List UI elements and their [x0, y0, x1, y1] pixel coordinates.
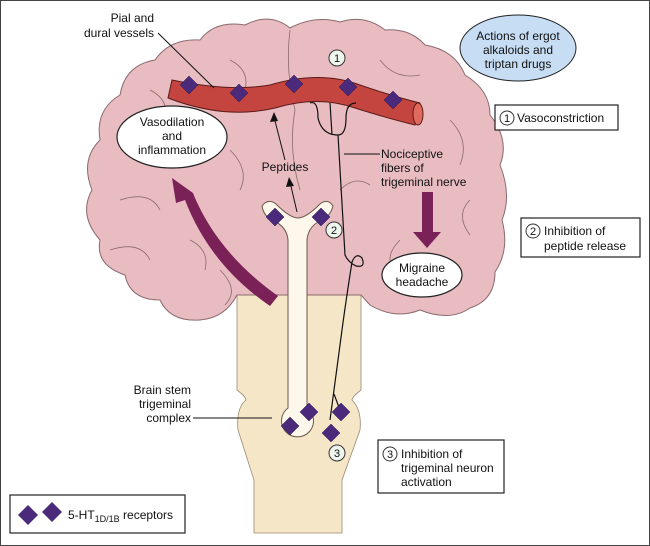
- diamond-receptor-icon: [42, 502, 62, 522]
- receptor-icon: [229, 83, 249, 103]
- trigeminal-nerve: [309, 101, 364, 421]
- svg-text:trigeminal nerve: trigeminal nerve: [381, 175, 467, 189]
- svg-text:and: and: [162, 129, 182, 143]
- legend: 5-HT1D/1B receptors: [9, 494, 186, 534]
- svg-text:Nociceptive: Nociceptive: [381, 147, 443, 161]
- svg-text:peptide release: peptide release: [544, 239, 626, 253]
- svg-text:trigeminal neuron: trigeminal neuron: [401, 461, 494, 475]
- receptor-icon: [383, 90, 403, 110]
- pial-label: Pial and dural vessels: [84, 11, 154, 40]
- svg-text:Inhibition of: Inhibition of: [401, 447, 463, 461]
- vasodilation-arrow: [172, 178, 278, 306]
- svg-text:complex: complex: [146, 411, 191, 425]
- pial-leader: [157, 32, 215, 89]
- nociceptive-label: Nociceptive fibers of trigeminal nerve: [381, 147, 467, 189]
- svg-text:Migraine: Migraine: [399, 261, 445, 275]
- arrowhead-icon: [270, 112, 278, 122]
- brainstem-label: Brain stem trigeminal complex: [134, 383, 191, 425]
- svg-text:fibers of: fibers of: [381, 161, 424, 175]
- svg-text:Inhibition of: Inhibition of: [544, 224, 606, 238]
- svg-text:Vasodilation: Vasodilation: [140, 115, 205, 129]
- receptors: [179, 74, 403, 443]
- svg-text:Actions of ergot: Actions of ergot: [476, 29, 560, 43]
- pial-dural-vessel: [167, 77, 424, 126]
- receptor-icon: [331, 402, 351, 422]
- svg-text:inflammation: inflammation: [138, 143, 206, 157]
- actions-callout: Actions of ergot alkaloids and triptan d…: [459, 14, 577, 82]
- arrowhead-icon: [286, 177, 294, 187]
- svg-text:2: 2: [530, 226, 536, 238]
- svg-text:3: 3: [387, 449, 393, 461]
- trigeminal-pathway: [261, 200, 334, 438]
- step-box-vasoconstriction: 1 Vasoconstriction: [494, 104, 619, 131]
- receptor-icon: [338, 77, 358, 97]
- svg-text:3: 3: [334, 448, 340, 460]
- peptide-arrow-upper: [273, 116, 286, 161]
- receptor-icon: [299, 402, 319, 422]
- step-box-peptide-release: 2 Inhibition of peptide release: [520, 217, 641, 258]
- receptor-icon: [179, 75, 199, 95]
- step-marker-3: 3: [328, 444, 346, 462]
- legend-label: 5-HT1D/1B receptors: [68, 508, 173, 524]
- step-marker-2: 2: [325, 221, 343, 239]
- svg-text:trigeminal: trigeminal: [139, 397, 191, 411]
- svg-text:headache: headache: [396, 275, 449, 289]
- diamond-receptor-icon: [18, 505, 38, 525]
- svg-text:activation: activation: [401, 475, 452, 489]
- brain-gyri: [109, 29, 471, 306]
- receptor-icon: [284, 74, 304, 94]
- vasodilation-callout: Vasodilation and inflammation: [116, 105, 228, 169]
- svg-text:Brain stem: Brain stem: [134, 383, 191, 397]
- peptide-arrow-lower: [289, 181, 298, 213]
- receptor-icon: [280, 416, 300, 436]
- svg-text:Vasoconstriction: Vasoconstriction: [517, 111, 604, 125]
- svg-text:triptan drugs: triptan drugs: [485, 57, 552, 71]
- migraine-arrow: [413, 192, 441, 248]
- migraine-callout: Migraine headache: [381, 252, 463, 298]
- step-box-trigeminal-activation: 3 Inhibition of trigeminal neuron activa…: [377, 439, 505, 494]
- peptides-label: Peptides: [262, 160, 309, 174]
- svg-text:dural vessels: dural vessels: [84, 26, 154, 40]
- step-marker-1: 1: [328, 49, 346, 67]
- svg-text:2: 2: [331, 225, 337, 237]
- receptor-icon: [321, 423, 341, 443]
- receptor-icon: [265, 207, 285, 227]
- svg-text:1: 1: [504, 113, 510, 125]
- svg-text:1: 1: [334, 53, 340, 65]
- svg-text:Pial and: Pial and: [111, 11, 154, 25]
- receptor-icon: [311, 207, 331, 227]
- svg-text:alkaloids and: alkaloids and: [483, 43, 553, 57]
